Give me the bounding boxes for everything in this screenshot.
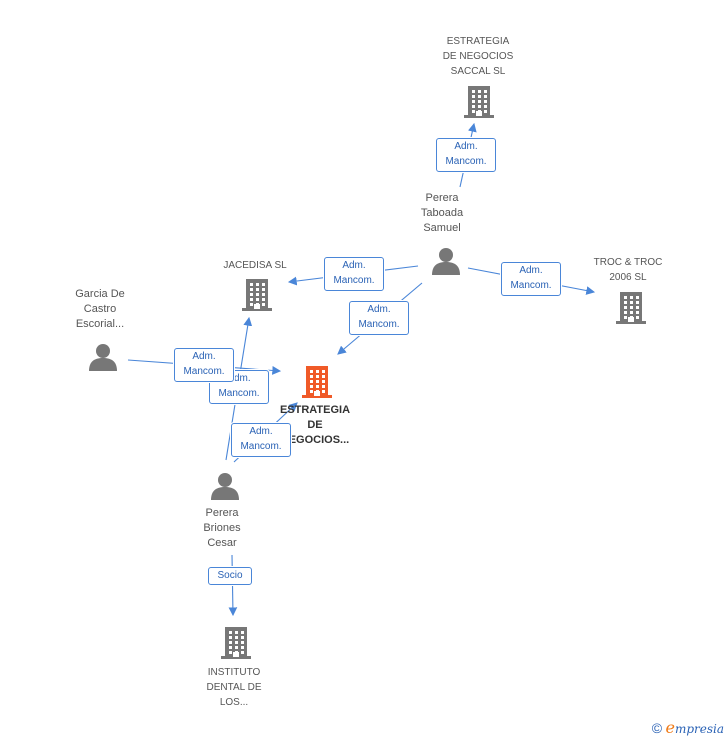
node-label-perera-briones[interactable]: Perera Briones Cesar <box>203 507 241 549</box>
relation-badge[interactable]: Adm. Mancom. <box>324 257 384 291</box>
person-icon[interactable] <box>89 344 117 371</box>
relation-badge[interactable]: Adm. Mancom. <box>174 348 234 382</box>
brand-logo-letter: e <box>665 718 675 737</box>
relation-badge[interactable]: Adm. Mancom. <box>349 301 409 335</box>
building-icon[interactable] <box>302 366 332 398</box>
node-label-jacedisa[interactable]: JACEDISA SL <box>223 260 287 271</box>
node-label-center[interactable]: ESTRATEGIA DE NEGOCIOS... <box>279 404 351 446</box>
relation-badge[interactable]: Adm. Mancom. <box>209 370 269 404</box>
building-icon[interactable] <box>464 86 494 118</box>
copyright-symbol: © <box>651 720 663 736</box>
person-icon[interactable] <box>211 473 239 500</box>
building-icon[interactable] <box>242 279 272 311</box>
building-icon[interactable] <box>221 627 251 659</box>
node-label-perera-taboada[interactable]: Perera Taboada Samuel <box>420 192 464 234</box>
relation-badge[interactable]: Adm. Mancom. <box>501 262 561 296</box>
node-label-instituto[interactable]: INSTITUTO DENTAL DE LOS... <box>206 667 262 708</box>
relation-badge[interactable]: Adm. Mancom. <box>231 423 291 457</box>
relation-badge-socio[interactable]: Socio <box>208 567 252 585</box>
node-label-troc[interactable]: TROC & TROC 2006 SL <box>593 257 663 283</box>
edge-briones-instituto <box>228 554 238 617</box>
brand-footer: © empresia <box>652 718 724 737</box>
person-icon[interactable] <box>432 248 460 275</box>
brand-logo-text: mpresia <box>674 722 724 736</box>
node-label-saccal[interactable]: ESTRATEGIA DE NEGOCIOS SACCAL SL <box>442 36 514 77</box>
building-icon[interactable] <box>616 292 646 324</box>
relation-badge[interactable]: Adm. Mancom. <box>436 138 496 172</box>
node-label-garcia[interactable]: Garcia De Castro Escorial... <box>75 288 125 330</box>
